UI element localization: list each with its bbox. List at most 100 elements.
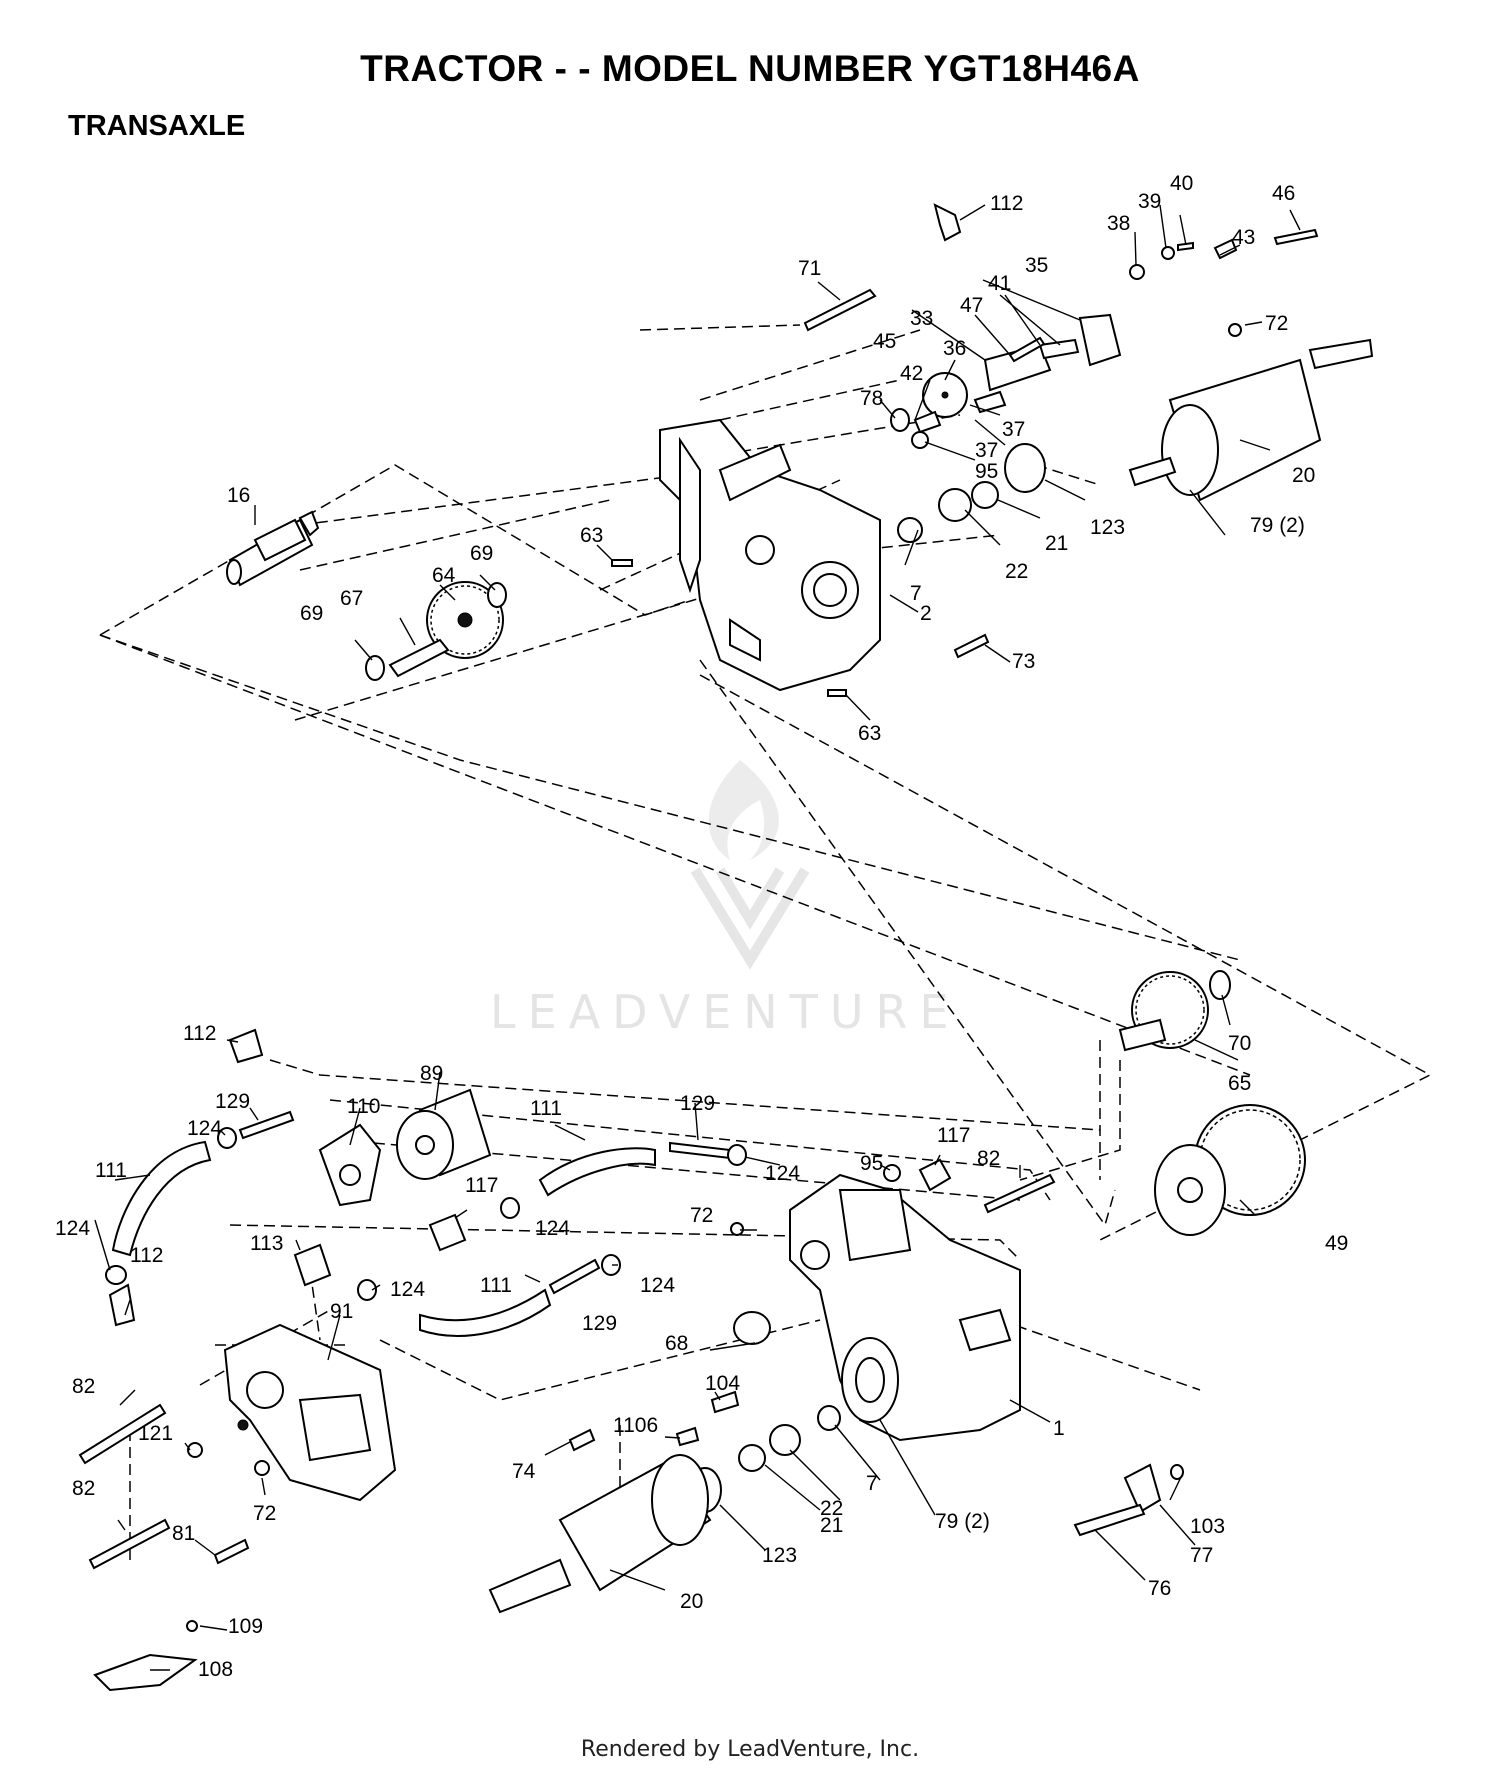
part-95-plug-top xyxy=(911,431,929,449)
callout-78: 78 xyxy=(860,387,883,410)
part-65-gear xyxy=(1118,971,1209,1052)
callout-95b: 95 xyxy=(860,1152,883,1175)
callout-7b: 7 xyxy=(866,1472,878,1495)
callout-37b: 37 xyxy=(975,439,998,462)
part-63-pins xyxy=(611,559,847,697)
part-72-nut-top xyxy=(1228,323,1242,337)
callout-108: 108 xyxy=(198,1658,233,1681)
callout-37a: 37 xyxy=(1002,418,1025,441)
part-73-bolt xyxy=(953,633,990,659)
part-71-bolt xyxy=(803,288,877,332)
callout-124d: 124 xyxy=(55,1217,90,1240)
part-38-39-40-hardware xyxy=(1129,241,1194,280)
callout-103: 103 xyxy=(1190,1515,1225,1538)
page-title: TRACTOR - - MODEL NUMBER YGT18H46A xyxy=(360,48,1140,89)
callout-39: 39 xyxy=(1138,190,1161,213)
callout-41: 41 xyxy=(988,272,1011,295)
part-67-shaft xyxy=(388,638,450,678)
part-112-fittings-left xyxy=(108,1028,264,1327)
callout-129: 129 xyxy=(215,1090,250,1113)
callout-82b: 82 xyxy=(72,1375,95,1398)
callout-112b: 112 xyxy=(183,1022,216,1045)
footer-credit: Rendered by LeadVenture, Inc. xyxy=(580,1737,920,1762)
callout-40: 40 xyxy=(1170,172,1193,195)
callout-123: 123 xyxy=(1090,516,1125,539)
callout-82c: 82 xyxy=(72,1477,95,1500)
part-81-bolt xyxy=(213,1538,250,1565)
part-35-bracket xyxy=(1078,313,1122,367)
callout-95: 95 xyxy=(975,460,998,483)
callout-45: 45 xyxy=(873,330,896,353)
callout-111c: 111 xyxy=(480,1274,512,1297)
part-112-fitting-top xyxy=(933,203,962,242)
part-43-46-bolt xyxy=(1213,228,1319,260)
callout-124e: 124 xyxy=(390,1278,425,1301)
part-37-springs xyxy=(913,390,1007,434)
callout-121: 121 xyxy=(138,1422,173,1445)
part-20-axle-bottom xyxy=(488,1454,712,1614)
callout-124b: 124 xyxy=(765,1162,800,1185)
callout-77: 77 xyxy=(1190,1544,1213,1567)
callout-22: 22 xyxy=(1005,560,1028,583)
callout-1: 1 xyxy=(1053,1417,1065,1440)
part-69-washers xyxy=(365,582,507,681)
callout-7: 7 xyxy=(910,582,922,605)
part-89-filter xyxy=(396,1088,492,1180)
watermark-text: LEADVENTURE xyxy=(490,985,961,1039)
callout-76: 76 xyxy=(1148,1577,1171,1600)
callout-111: 111 xyxy=(530,1097,562,1120)
callout-69b: 69 xyxy=(300,602,323,625)
callout-70: 70 xyxy=(1228,1032,1251,1055)
leader-lines xyxy=(94,204,1301,1671)
part-36-disc xyxy=(922,372,968,418)
part-7-21-22-washers-bottom xyxy=(738,1405,841,1472)
callout-46: 46 xyxy=(1272,182,1295,205)
callout-69: 69 xyxy=(470,542,493,565)
watermark-logo xyxy=(690,760,810,970)
part-76-77-103-linkage xyxy=(1073,1463,1184,1537)
callout-71: 71 xyxy=(798,257,821,280)
part-2-housing xyxy=(659,418,881,692)
part-117-fitting-left xyxy=(428,1213,467,1252)
callout-63b: 63 xyxy=(858,722,881,745)
callout-124f: 124 xyxy=(640,1274,675,1297)
part-111-hoses xyxy=(111,1140,656,1337)
callout-42: 42 xyxy=(900,362,923,385)
callout-112: 112 xyxy=(990,192,1023,215)
part-91-pump xyxy=(223,1323,397,1502)
callout-82: 82 xyxy=(977,1147,1000,1170)
part-78-bearing xyxy=(890,408,910,432)
part-82-bolts-left xyxy=(78,1403,171,1570)
callout-67: 67 xyxy=(340,587,363,610)
callout-111b: 111 xyxy=(95,1159,127,1182)
part-20-axle-top xyxy=(1128,338,1374,502)
part-113-fitting xyxy=(293,1243,332,1287)
part-121-nut xyxy=(187,1442,203,1458)
callout-43: 43 xyxy=(1232,226,1255,249)
callout-117b: 117 xyxy=(465,1174,498,1197)
part-123-oring-top xyxy=(1004,443,1046,493)
part-82-bolt-top xyxy=(983,1173,1056,1214)
callout-20: 20 xyxy=(1292,464,1315,487)
callout-20b: 20 xyxy=(680,1590,703,1613)
callout-64: 64 xyxy=(432,564,456,587)
callout-104: 104 xyxy=(705,1372,740,1395)
part-49-differential xyxy=(1154,1104,1306,1236)
callout-124c: 124 xyxy=(535,1217,570,1240)
part-70-washer xyxy=(1209,970,1231,1000)
callout-labels: 112 40 46 39 38 43 35 41 71 47 33 72 45 … xyxy=(55,172,1348,1681)
part-47-bolt xyxy=(1008,336,1046,363)
part-74-plug xyxy=(568,1428,596,1452)
callout-89: 89 xyxy=(420,1062,443,1085)
callout-72b: 72 xyxy=(690,1204,713,1227)
callout-33: 33 xyxy=(910,307,933,330)
part-110-filter-adapter xyxy=(318,1123,382,1207)
part-129-springs xyxy=(238,1110,731,1295)
callout-113: 113 xyxy=(250,1232,283,1255)
callout-123b: 123 xyxy=(762,1544,797,1567)
callout-112c: 112 xyxy=(130,1244,163,1267)
callout-81: 81 xyxy=(172,1522,195,1545)
callout-72: 72 xyxy=(1265,312,1288,335)
part-124-clamps xyxy=(105,1127,747,1301)
